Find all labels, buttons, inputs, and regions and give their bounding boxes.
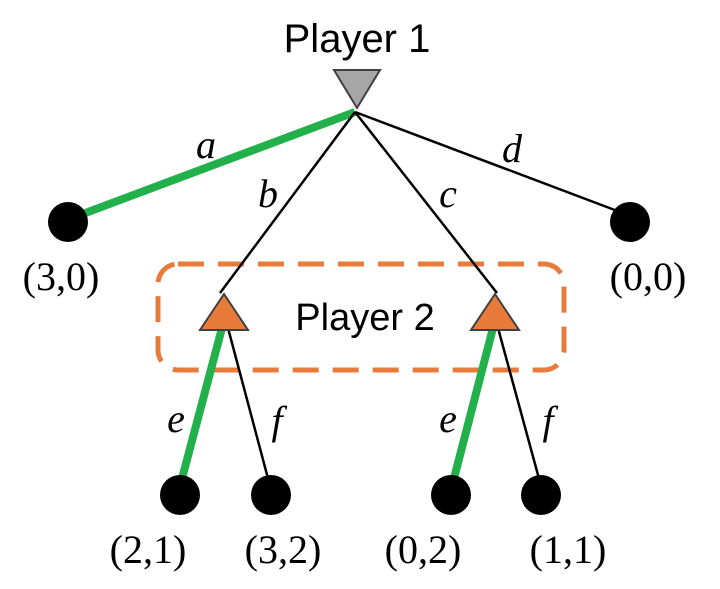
payoff-cf: (1,1) (530, 527, 607, 572)
payoff-bf: (3,2) (245, 527, 322, 572)
player2-information-set (155, 261, 567, 373)
action-label-f-right: f (542, 398, 558, 443)
terminal-node-ce (431, 475, 471, 515)
edge-left-f (226, 327, 272, 487)
player1-label: Player 1 (284, 17, 431, 61)
edge-b (218, 111, 357, 294)
terminal-node-a (48, 202, 88, 242)
edge-d (354, 110, 629, 217)
player2-node-left (198, 292, 250, 331)
action-label-b: b (258, 171, 278, 216)
terminal-node-d (610, 202, 650, 242)
edge-right-e (448, 326, 497, 488)
edge-a (78, 108, 357, 219)
payoff-d: (0,0) (610, 254, 687, 299)
action-label-e-right: e (439, 396, 457, 441)
player2-label: Player 2 (295, 297, 434, 339)
edge-left-e (176, 326, 226, 488)
payoff-ce: (0,2) (385, 527, 462, 572)
action-label-f-left: f (271, 398, 287, 443)
edge-right-f (496, 327, 543, 487)
player2-node-right (469, 292, 521, 331)
action-label-e-left: e (167, 396, 185, 441)
payoff-be: (2,1) (110, 527, 187, 572)
terminal-node-be (160, 475, 200, 515)
terminal-node-cf (521, 475, 561, 515)
terminal-node-bf (251, 475, 291, 515)
edge-c (354, 111, 498, 294)
action-label-a: a (196, 122, 216, 167)
action-label-c: c (439, 171, 457, 216)
player1-node (332, 69, 382, 110)
action-label-d: d (502, 126, 523, 171)
payoff-a: (3,0) (23, 254, 100, 299)
